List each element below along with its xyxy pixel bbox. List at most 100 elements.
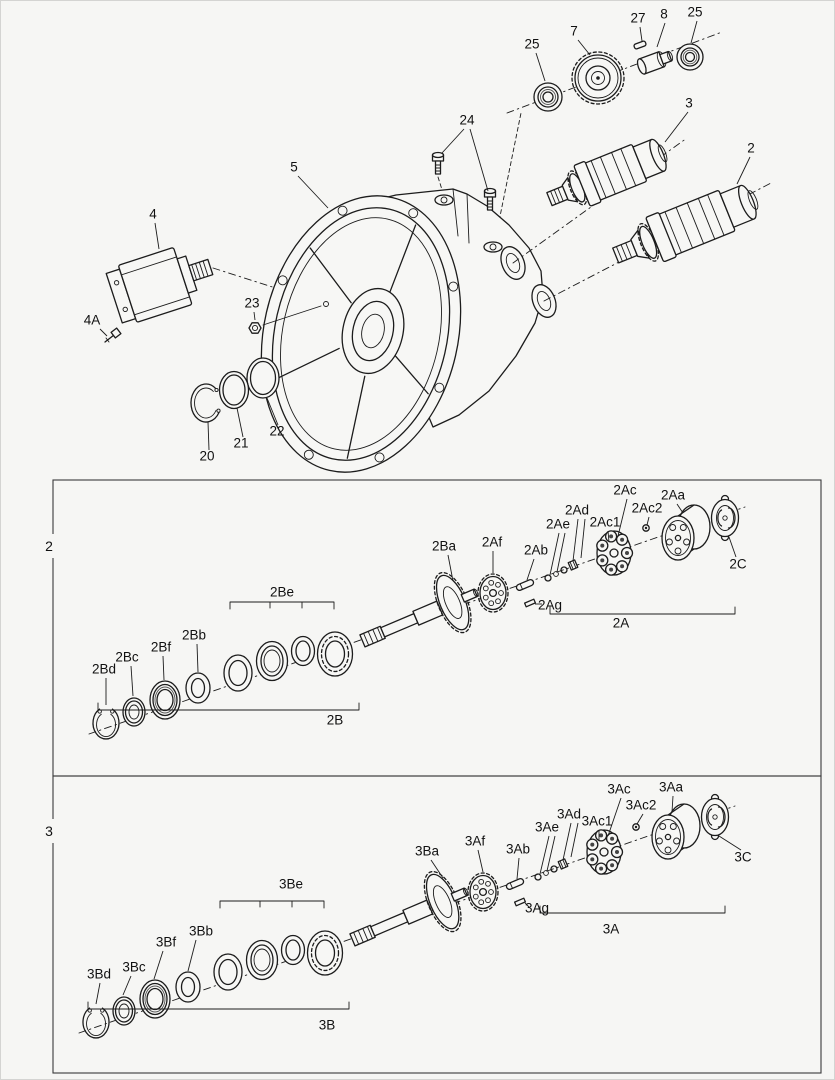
part-label-3: 3 — [685, 96, 693, 111]
part-label-3C: 3C — [734, 850, 752, 865]
part-label-2C: 2C — [729, 557, 747, 572]
part-label-20: 20 — [199, 449, 214, 464]
leader-line-2Bb — [196, 643, 199, 673]
leader-line-5 — [297, 175, 329, 209]
leader-line-3Bd — [95, 982, 101, 1005]
leader-line-2Ae — [549, 532, 560, 576]
leader-line-7 — [577, 39, 591, 56]
leader-line-3Ad — [562, 822, 572, 861]
leader-line-3Ae — [539, 835, 550, 875]
part-label-2Ac: 2Ac — [613, 483, 637, 498]
leader-line-24 — [469, 128, 489, 192]
snap-ring-20 — [190, 383, 221, 423]
leader-line-2C — [728, 536, 737, 558]
part-label-3Ac2: 3Ac2 — [626, 798, 657, 813]
part-label-2Bf: 2Bf — [151, 640, 172, 655]
leader-line-4A — [99, 328, 108, 337]
part-label-2Bb: 2Bb — [182, 628, 206, 643]
part-label-3Be: 3Be — [279, 877, 303, 892]
box-2-label-mask — [40, 534, 58, 558]
part-label-2Aa: 2Aa — [661, 488, 686, 503]
leader-line-3Ac — [607, 797, 622, 837]
leader-line-2Bc — [130, 665, 134, 697]
leader-line-3Ad — [570, 822, 579, 858]
part-label-2Ba: 2Ba — [432, 539, 457, 554]
leader-line-21 — [236, 407, 244, 438]
flange-spokes — [275, 224, 429, 459]
ring-22 — [246, 357, 280, 399]
leader-line-27 — [639, 26, 643, 42]
leader-line-2Ac1 — [607, 530, 610, 543]
gear-7 — [571, 51, 625, 105]
leader-line-2Ba — [447, 554, 454, 582]
part-label-2Bc: 2Bc — [115, 650, 139, 665]
part-label-3Ab: 3Ab — [506, 842, 530, 857]
part-label-24: 24 — [459, 113, 475, 128]
leader-line-2Ad — [572, 518, 579, 562]
part-label-3Ac: 3Ac — [607, 782, 631, 797]
leader-line-3Ae — [546, 835, 556, 872]
plug-23 — [248, 322, 262, 334]
part-label-21: 21 — [233, 436, 248, 451]
leader-line-3Af — [477, 849, 484, 873]
leader-line-3Bb — [187, 939, 197, 972]
part-label-2Ad: 2Ad — [565, 503, 589, 518]
part-label-3Ag: 3Ag — [525, 901, 549, 916]
part-label-25: 25 — [524, 37, 539, 52]
leader-line-3 — [664, 111, 689, 143]
part-label-2A: 2A — [613, 616, 630, 631]
leader-line-2Ac — [617, 498, 628, 537]
box-3-label-mask — [40, 819, 58, 843]
part-label-2B: 2B — [327, 713, 344, 728]
leader-line-3Ba — [430, 859, 444, 879]
part-label-2Ac1: 2Ac1 — [590, 515, 621, 530]
bearing-25-left — [533, 82, 563, 112]
part-label-3Ad: 3Ad — [557, 807, 581, 822]
part-label-3A: 3A — [603, 922, 620, 937]
leader-line-2Bf — [162, 655, 165, 681]
bolt-24-left — [431, 151, 445, 175]
plug-leader — [262, 305, 322, 326]
part-label-4A: 4A — [84, 313, 101, 328]
box-2-label: 2 — [45, 538, 53, 554]
part-label-2Ab: 2Ab — [524, 543, 548, 558]
bearing-25-right — [676, 43, 704, 71]
part-label-3Ae: 3Ae — [535, 820, 559, 835]
leader-line-3Ac2 — [636, 813, 644, 825]
pump-cartridge-2 — [612, 184, 759, 264]
leader-line-4 — [154, 222, 160, 250]
part-label-3Bd: 3Bd — [87, 967, 111, 982]
part-label-3Ba: 3Ba — [415, 844, 440, 859]
part-label-27: 27 — [630, 11, 645, 26]
part-label-7: 7 — [570, 24, 578, 39]
leader-line-3Ab — [516, 857, 520, 880]
part-label-3Aa: 3Aa — [659, 780, 684, 795]
bolt-4a — [104, 327, 122, 343]
key-27 — [633, 40, 647, 50]
leader-line-8 — [656, 22, 666, 48]
leader-line-22 — [266, 397, 279, 426]
part-label-2Af: 2Af — [482, 535, 503, 550]
leader-line-3C — [718, 835, 742, 851]
box-3-label: 3 — [45, 823, 53, 839]
leader-line-20 — [207, 421, 210, 451]
part-label-4: 4 — [149, 207, 157, 222]
part-label-2Bd: 2Bd — [92, 662, 116, 677]
part-label-2Ag: 2Ag — [538, 598, 562, 613]
part-label-5: 5 — [290, 160, 298, 175]
leader-line-23 — [253, 311, 256, 321]
cartridge-3-box — [52, 775, 822, 1074]
part-label-8: 8 — [660, 7, 668, 22]
leader-line-2 — [736, 156, 751, 185]
leader-line-2Ac2 — [646, 516, 650, 526]
part-label-3B: 3B — [319, 1018, 336, 1033]
part-label-2Be: 2Be — [270, 585, 294, 600]
leader-line-2Ab — [526, 558, 535, 581]
leader-line-2Ad — [580, 518, 586, 559]
